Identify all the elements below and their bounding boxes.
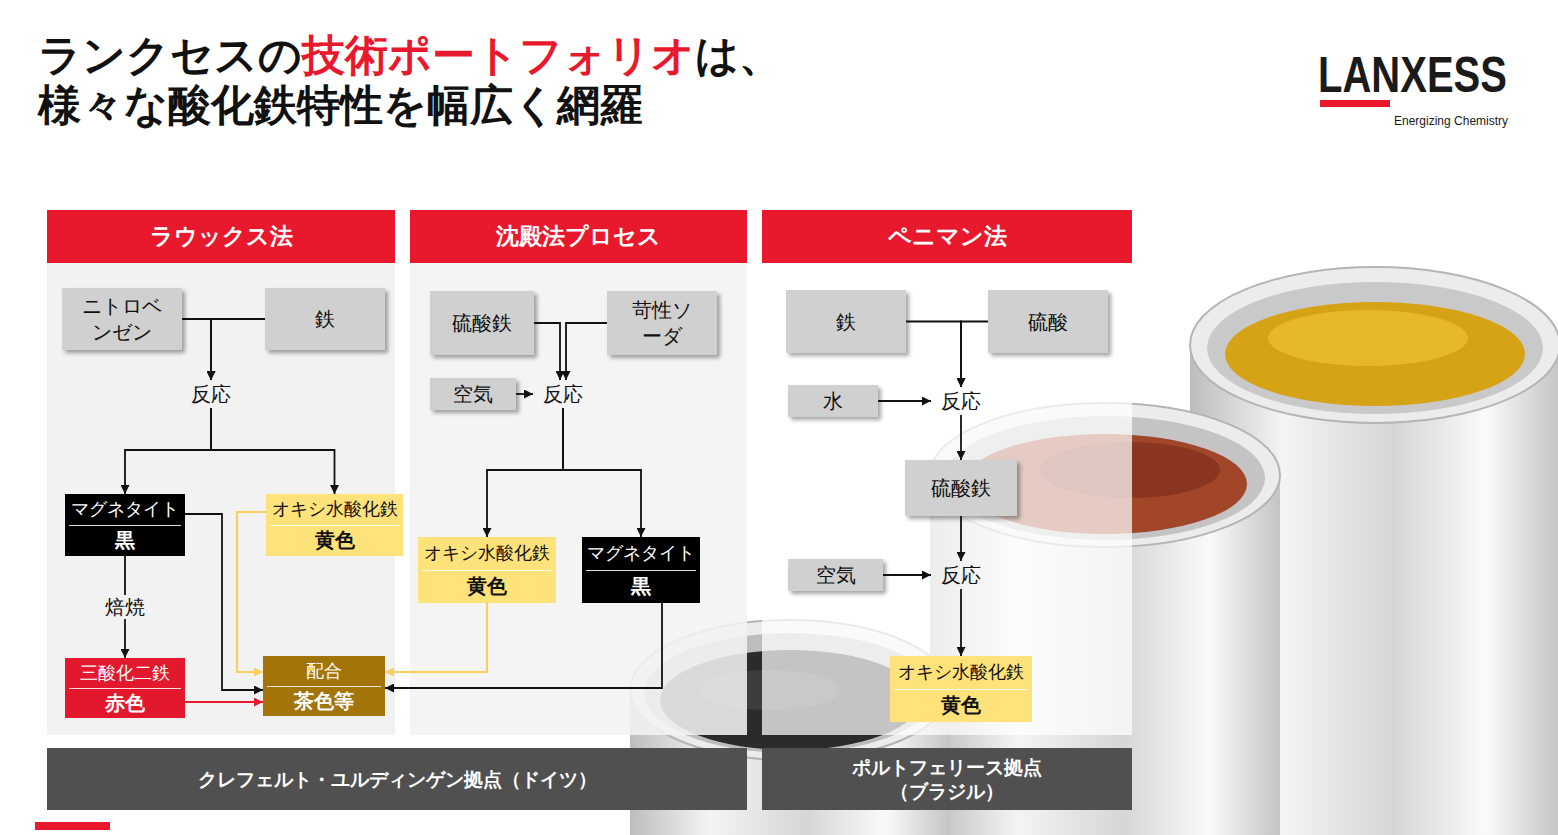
product-box: オキシ水酸化鉄黄色 (890, 656, 1032, 722)
material-box: 空気 (788, 559, 883, 591)
flow-arrow (960, 415, 962, 460)
material-box: 空気 (430, 378, 516, 410)
title-part: ランクセスの (38, 30, 302, 80)
panel-heading: 沈殿法プロセス (410, 210, 747, 263)
material-box: 鉄 (786, 290, 906, 353)
flow-arrow (883, 574, 931, 576)
node-text: 硫酸鉄 (452, 310, 512, 336)
node-text: 鉄 (836, 309, 856, 335)
node-text: 水 (823, 388, 843, 414)
process-panel: 沈殿法プロセス硫酸鉄苛性ソ ーダ空気反応オキシ水酸化鉄黄色マグネタイト黒 (410, 210, 747, 735)
flow-arrow (566, 323, 607, 380)
flow-arrow (185, 701, 263, 703)
product-colour: 赤色 (69, 689, 181, 719)
flow-arrow (185, 514, 263, 690)
logo-bar (1320, 100, 1390, 107)
flow-arrow (961, 322, 988, 388)
product-colour: 黒 (586, 571, 696, 604)
node-text: 反応 (191, 381, 231, 407)
slide-title: ランクセスの技術ポートフォリオは、様々な酸化鉄特性を幅広く網羅 (38, 30, 1213, 130)
flow-arrow (516, 393, 533, 395)
product-name: マグネタイト (69, 494, 181, 526)
product-colour: 黄色 (894, 690, 1028, 723)
node-text: ニトロベ ンゼン (68, 293, 176, 345)
material-box: 鉄 (265, 288, 385, 350)
flow-arrow (211, 319, 265, 380)
flow-arrow (960, 589, 962, 656)
flow-arrow (125, 408, 211, 494)
product-box: 配合茶色等 (263, 656, 385, 716)
reaction-step: 反応 (931, 387, 991, 415)
site-bar: クレフェルト・ユルディンゲン拠点（ドイツ） (47, 748, 747, 810)
product-name: オキシ水酸化鉄 (270, 494, 399, 526)
product-box: オキシ水酸化鉄黄色 (418, 537, 556, 603)
product-colour: 黄色 (422, 571, 552, 604)
material-box: 硫酸鉄 (905, 460, 1017, 516)
material-box: 硫酸 (988, 290, 1108, 353)
material-box: 水 (788, 385, 878, 417)
reaction-step: 反応 (931, 561, 991, 589)
flow-arrow (182, 319, 211, 380)
product-box: 三酸化二鉄赤色 (65, 658, 185, 718)
product-name: 三酸化二鉄 (69, 658, 181, 689)
flow-arrow (906, 322, 961, 388)
corner-accent (35, 822, 110, 830)
reaction-step: 反応 (533, 380, 593, 408)
product-box: マグネタイト黒 (65, 494, 185, 556)
flow-arrow (960, 516, 962, 561)
material-box: ニトロベ ンゼン (62, 288, 182, 350)
flow-arrow (211, 408, 335, 494)
product-name: オキシ水酸化鉄 (894, 656, 1028, 690)
node-text: 苛性ソ ーダ (613, 297, 711, 349)
node-text: 硫酸 (1028, 309, 1068, 335)
logo-wordmark: LANXESS (1318, 50, 1507, 100)
product-colour: 茶色等 (267, 687, 381, 717)
product-name: オキシ水酸化鉄 (422, 537, 552, 571)
material-box: 硫酸鉄 (430, 291, 534, 355)
material-box: 苛性ソ ーダ (607, 291, 717, 355)
node-text: 反応 (543, 381, 583, 407)
product-box: オキシ水酸化鉄黄色 (266, 494, 403, 556)
flow-arrow (487, 408, 563, 537)
edge-label-holder: 焙焼 (101, 595, 149, 619)
edge-label: 焙焼 (101, 595, 149, 619)
panel-heading: ペニマン法 (762, 210, 1132, 263)
flow-arrow (534, 323, 560, 380)
flow-arrow (385, 603, 662, 688)
flow-arrow (563, 408, 641, 537)
flow-arrow (237, 512, 266, 672)
reaction-step: 反応 (181, 380, 241, 408)
process-panel: ラウックス法ニトロベ ンゼン鉄反応マグネタイト黒オキシ水酸化鉄黄色三酸化二鉄赤色… (47, 210, 395, 735)
product-box: マグネタイト黒 (582, 537, 700, 603)
node-text: 空気 (816, 562, 856, 588)
node-text: クレフェルト・ユルディンゲン拠点（ドイツ） (198, 767, 597, 791)
product-name: 配合 (267, 656, 381, 687)
node-text: 反応 (941, 562, 981, 588)
node-text: 空気 (453, 381, 493, 407)
flow-arrow (878, 400, 931, 402)
node-text: ポルトフェリース拠点 （ブラジル） (830, 755, 1065, 803)
logo-tagline: Energizing Chemistry (1394, 114, 1508, 128)
panel-heading: ラウックス法 (47, 210, 395, 263)
process-panel: ペニマン法鉄硫酸水反応硫酸鉄空気反応オキシ水酸化鉄黄色 (762, 210, 1132, 735)
product-colour: 黄色 (270, 526, 399, 557)
node-text: 硫酸鉄 (931, 475, 991, 501)
node-text: 鉄 (315, 306, 335, 332)
site-bar: ポルトフェリース拠点 （ブラジル） (762, 748, 1132, 810)
title-part: 技術ポートフォリオ (302, 30, 695, 80)
flow-arrow (385, 603, 487, 672)
product-name: マグネタイト (586, 537, 696, 571)
node-text: 反応 (941, 388, 981, 414)
product-colour: 黒 (69, 526, 181, 557)
